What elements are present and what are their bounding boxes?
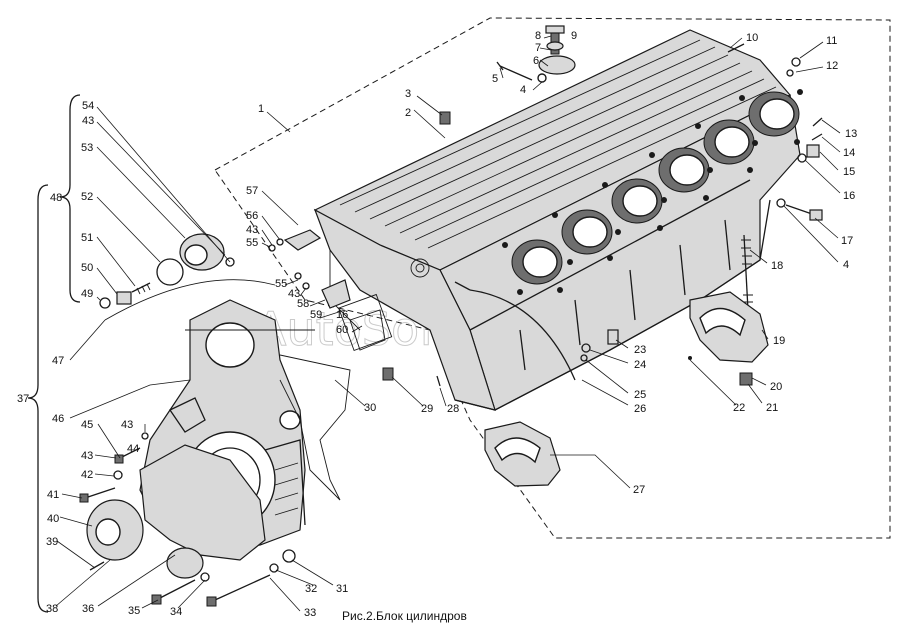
label-53: 53 <box>81 142 93 154</box>
label-55a: 55 <box>246 237 258 249</box>
label-43e: 43 <box>288 288 300 300</box>
label-43c: 43 <box>82 115 94 127</box>
top-parts <box>439 25 576 125</box>
label-59: 59 <box>310 309 322 321</box>
label-18: 18 <box>771 260 783 272</box>
label-50: 50 <box>81 262 93 274</box>
oil-tube <box>469 289 576 381</box>
label-16a: 16 <box>843 190 855 202</box>
label-13: 13 <box>845 128 857 140</box>
label-6: 6 <box>533 55 539 67</box>
label-8: 8 <box>535 30 541 42</box>
sleeve <box>166 547 204 579</box>
bracket-48 <box>59 94 81 303</box>
cylinder-bores <box>511 91 800 285</box>
label-48: 48 <box>50 192 62 204</box>
label-17: 17 <box>841 235 853 247</box>
label-24: 24 <box>634 359 646 371</box>
label-31: 31 <box>336 583 348 595</box>
label-27: 27 <box>633 484 645 496</box>
label-33: 33 <box>304 607 316 619</box>
part-labels: 1 2 3 4 4 5 6 7 8 9 10 11 12 13 14 15 16… <box>17 30 857 619</box>
label-22: 22 <box>733 402 745 414</box>
label-43b: 43 <box>121 419 133 431</box>
leader-lines <box>55 35 841 612</box>
label-37: 37 <box>17 393 29 405</box>
label-46: 46 <box>52 413 64 425</box>
main-bearing-parts <box>688 234 769 386</box>
hydraulic-parts <box>99 229 386 351</box>
label-35: 35 <box>128 605 140 617</box>
label-21: 21 <box>766 402 778 414</box>
label-38: 38 <box>46 603 58 615</box>
label-43a: 43 <box>81 450 93 462</box>
label-47: 47 <box>52 355 64 367</box>
label-52: 52 <box>81 191 93 203</box>
label-30: 30 <box>364 402 376 414</box>
flange <box>86 499 144 561</box>
label-58: 58 <box>297 298 309 310</box>
label-2: 2 <box>405 107 411 119</box>
bracket-37 <box>27 184 49 613</box>
label-4a: 4 <box>520 84 526 96</box>
label-39: 39 <box>46 536 58 548</box>
label-3: 3 <box>405 88 411 100</box>
label-16b: 16 <box>336 309 348 321</box>
label-14: 14 <box>843 147 855 159</box>
label-11: 11 <box>826 35 837 47</box>
label-4b: 4 <box>843 259 849 271</box>
label-29: 29 <box>421 403 433 415</box>
label-7: 7 <box>535 42 541 54</box>
label-42: 42 <box>81 469 93 481</box>
label-12: 12 <box>826 60 838 72</box>
label-15: 15 <box>843 166 855 178</box>
label-55b: 55 <box>275 278 287 290</box>
label-28: 28 <box>447 403 459 415</box>
label-26: 26 <box>634 403 646 415</box>
label-36: 36 <box>82 603 94 615</box>
label-40: 40 <box>47 513 59 525</box>
bolts <box>79 432 296 607</box>
label-60: 60 <box>336 324 348 336</box>
label-57: 57 <box>246 185 258 197</box>
cylinder-block <box>313 29 803 411</box>
label-41: 41 <box>47 489 59 501</box>
label-44: 44 <box>127 443 139 455</box>
label-19: 19 <box>773 335 785 347</box>
label-49: 49 <box>81 288 93 300</box>
label-25: 25 <box>634 389 646 401</box>
label-10: 10 <box>746 32 758 44</box>
right-fasteners <box>727 43 823 221</box>
label-20: 20 <box>770 381 782 393</box>
label-43d: 43 <box>246 224 258 236</box>
figure-caption: Рис.2.Блок цилиндров <box>342 609 467 623</box>
label-23: 23 <box>634 344 646 356</box>
label-1: 1 <box>258 103 264 115</box>
label-51: 51 <box>81 232 93 244</box>
label-9: 9 <box>571 30 577 42</box>
label-32: 32 <box>305 583 317 595</box>
label-34: 34 <box>170 606 182 618</box>
front-cover <box>139 397 266 561</box>
label-5: 5 <box>492 73 498 85</box>
label-54: 54 <box>82 100 94 112</box>
label-45: 45 <box>81 419 93 431</box>
gasket <box>279 354 351 501</box>
label-56: 56 <box>246 210 258 222</box>
